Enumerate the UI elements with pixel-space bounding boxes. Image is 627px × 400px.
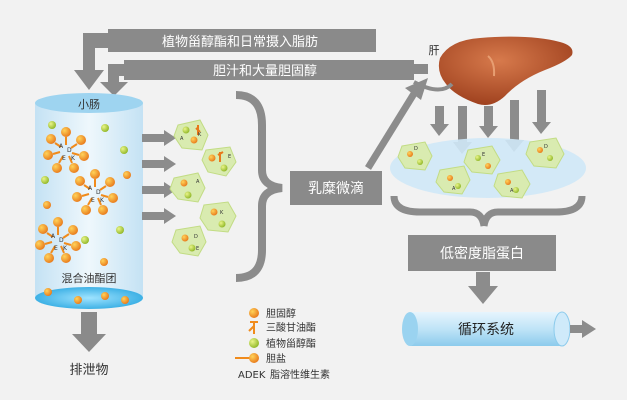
vitamin-letter: A (51, 233, 56, 240)
plant-sterol-ester-icon (249, 338, 259, 348)
legend (235, 308, 259, 363)
vitamin-letter: A (59, 143, 64, 150)
loose-particles (41, 121, 131, 304)
small-intestine-label: 小肠 (78, 98, 100, 111)
vitamin-letter: D (59, 237, 64, 244)
vitamin-letter: A (88, 185, 93, 192)
liver-icon (438, 36, 573, 105)
triglyceride-icon (248, 321, 258, 334)
hepatocyte-cells (397, 137, 565, 199)
circulation-label: 循环系统 (458, 322, 514, 338)
vitamin-letter: K (100, 197, 105, 204)
ldl-down-arrow (468, 272, 498, 304)
vitamin-letter: A (510, 188, 514, 194)
ldl-label: 低密度脂蛋白 (440, 245, 524, 262)
legend-label-plant-sterol: 植物甾醇酯 (266, 337, 316, 350)
vitamin-letter: E (91, 197, 95, 204)
vitamin-letter: A (196, 179, 200, 185)
legend-label-vitamins: 脂溶性维生素 (270, 368, 330, 381)
hepatocyte-particles (407, 147, 553, 193)
banner-second-label: 胆汁和大量胆固醇 (213, 63, 317, 79)
vitamin-letter: K (63, 245, 68, 252)
cell-particles (180, 125, 228, 252)
circulation-arrow (570, 320, 596, 338)
vitamin-letter: A (452, 186, 456, 192)
bile-salt-icon (235, 353, 259, 363)
chylomicron-to-liver-arrow (365, 78, 428, 170)
vitamin-letter: D (67, 147, 72, 154)
vitamin-letter: D (96, 189, 101, 196)
vitamin-letter: A (180, 136, 184, 142)
converge-brace (390, 195, 586, 227)
liver-label: 肝 (429, 44, 440, 57)
legend-label-bile-salt: 胆盐 (266, 352, 286, 365)
ldl-box (408, 235, 556, 271)
cholesterol-icon (249, 308, 259, 318)
vitamin-letter: E (196, 246, 199, 252)
vitamin-letter: K (71, 155, 76, 162)
banner-second-arrow (100, 60, 428, 96)
vitamin-letter: D (414, 146, 418, 152)
banner-top-arrow (74, 29, 376, 90)
legend-label-triglyceride: 三酸甘油酯 (266, 321, 316, 334)
micelle-cluster (43, 127, 89, 173)
liver-return-arrow (413, 80, 454, 92)
excretion-arrow (72, 312, 106, 352)
mixed-micelle-label: 混合油酯团 (62, 271, 117, 285)
vitamin-letter: E (62, 155, 66, 162)
micelle-cluster (72, 169, 118, 215)
vitamin-letter: K (220, 210, 224, 216)
absorption-arrows (142, 130, 176, 224)
micelle-cluster (35, 217, 81, 263)
vitamin-letter: D (194, 234, 198, 240)
vitamin-letter: E (228, 154, 231, 160)
legend-label-cholesterol: 胆固醇 (266, 307, 296, 320)
vitamin-letter: K (198, 132, 202, 138)
chylomicron-label: 乳糜微滴 (308, 180, 364, 197)
vitamin-letter: D (544, 144, 548, 150)
vitamin-letter: E (54, 245, 58, 252)
circulation-tube (402, 311, 571, 347)
chylomicron-box (290, 171, 382, 205)
legend-prefix-adek: ADEK (238, 370, 266, 381)
banner-top-label: 植物甾醇酯和日常摄入脂肪 (162, 34, 318, 50)
brace (235, 91, 283, 282)
excretion-label: 排泄物 (69, 363, 108, 378)
small-intestine-cylinder (35, 93, 143, 309)
vitamin-letter: E (482, 152, 485, 158)
